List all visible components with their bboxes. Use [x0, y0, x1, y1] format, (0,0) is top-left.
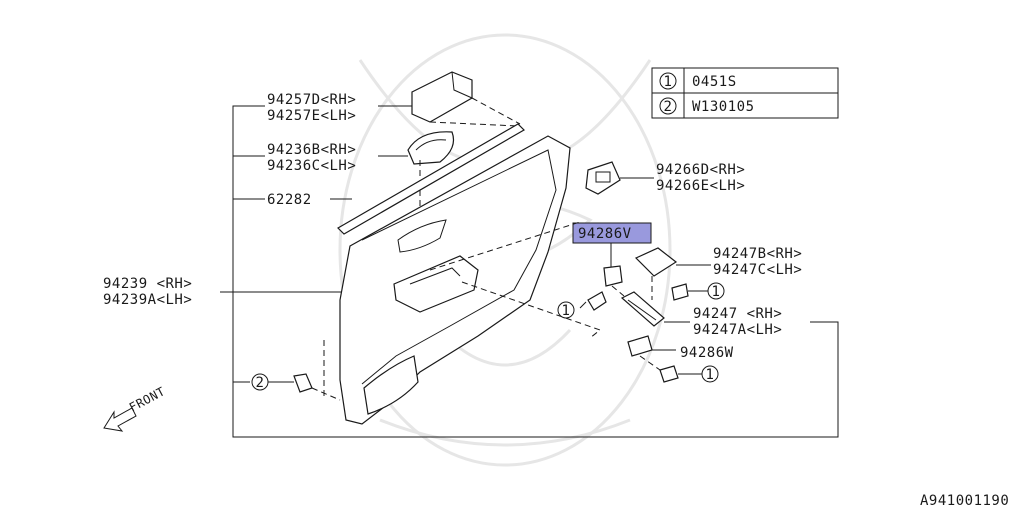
front-label: FRONT — [127, 384, 168, 414]
door-trim-panel — [339, 135, 602, 425]
legend-num-2: 2 — [664, 99, 673, 115]
label-94266e: 94266E<LH> — [656, 178, 745, 194]
label-94239: 94239 <RH> — [103, 276, 192, 292]
legend-code-1: 0451S — [692, 74, 737, 90]
clip-94286w-part — [627, 335, 676, 371]
legend-num-1: 1 — [664, 74, 673, 90]
screw-right-top: 1 — [671, 282, 725, 301]
label-94236b: 94236B<RH> — [267, 142, 356, 158]
label-94239a: 94239A<LH> — [103, 292, 192, 308]
pocket-cover-part — [634, 247, 711, 300]
callout-screw-right-bottom: 1 — [706, 367, 715, 383]
highlight-94286v — [572, 222, 652, 244]
label-94247b: 94247B<RH> — [713, 246, 802, 262]
part-labels: 94257D<RH> 94257E<LH> 94236B<RH> 94236C<… — [103, 92, 1009, 509]
figure-id: A941001190 — [920, 493, 1009, 509]
label-62282: 62282 — [267, 192, 312, 208]
clip-left: 2 — [251, 340, 341, 401]
callout-screw-left: 1 — [562, 303, 571, 319]
legend-table: 1 0451S 2 W130105 — [651, 67, 839, 119]
switch-panel-part — [585, 161, 654, 195]
label-94247c: 94247C<LH> — [713, 262, 802, 278]
front-arrow: FRONT — [103, 384, 168, 432]
clip-94286v-part — [603, 243, 625, 297]
label-94236c: 94236C<LH> — [267, 158, 356, 174]
handle-cover-part — [407, 131, 455, 240]
callout-clip-left: 2 — [256, 375, 265, 391]
label-94266d: 94266D<RH> — [656, 162, 745, 178]
left-leader-bracket — [220, 105, 839, 438]
weatherstrip-part — [337, 123, 525, 235]
screw-left: 1 — [557, 291, 607, 319]
label-94257e: 94257E<LH> — [267, 108, 356, 124]
screw-right-bottom: 1 — [659, 365, 719, 383]
label-94286w: 94286W — [680, 345, 734, 361]
pull-handle-part — [620, 291, 690, 327]
label-94247a: 94247A<LH> — [693, 322, 782, 338]
label-94257d: 94257D<RH> — [267, 92, 356, 108]
grip-cover-part — [411, 71, 521, 127]
label-94247: 94247 <RH> — [693, 306, 782, 322]
callout-screw-right-top: 1 — [712, 284, 721, 300]
label-94286v: 94286V — [578, 226, 632, 242]
legend-code-2: W130105 — [692, 99, 755, 115]
